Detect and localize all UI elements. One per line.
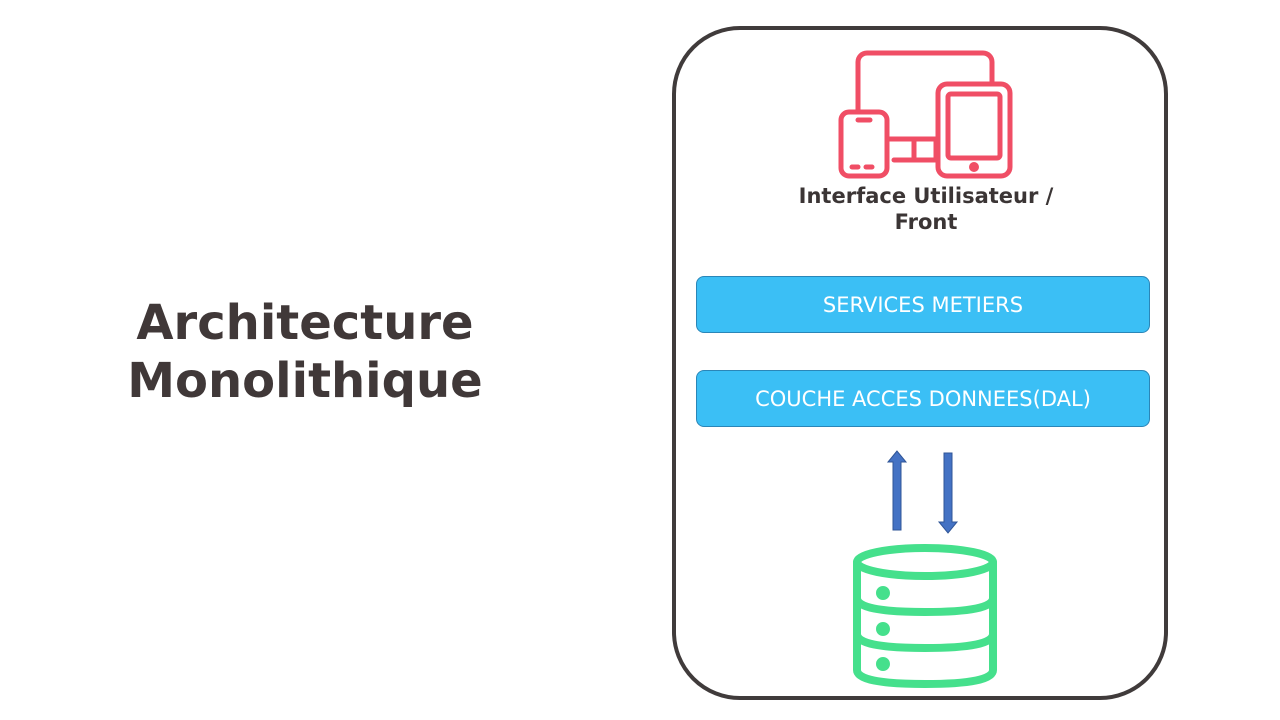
services-layer-box: SERVICES METIERS xyxy=(696,276,1150,333)
slide-title: Architecture Monolithique xyxy=(100,294,510,410)
up-arrow-icon xyxy=(886,450,908,531)
monolith-container xyxy=(672,26,1168,700)
dal-layer-box: COUCHE ACCES DONNEES(DAL) xyxy=(696,370,1150,427)
slide-title-line1: Architecture xyxy=(136,295,474,351)
dal-layer-label: COUCHE ACCES DONNEES(DAL) xyxy=(755,386,1091,411)
down-arrow-icon xyxy=(937,452,959,534)
database-icon xyxy=(853,544,997,688)
ui-front-label-line2: Front xyxy=(894,210,958,234)
slide-title-line2: Monolithique xyxy=(127,353,483,409)
bidirectional-arrows-icon xyxy=(886,450,959,534)
ui-front-label-line1: Interface Utilisateur / xyxy=(798,184,1054,208)
ui-front-label: Interface Utilisateur / Front xyxy=(786,183,1066,235)
services-layer-label: SERVICES METIERS xyxy=(822,292,1024,317)
devices-icon xyxy=(838,50,1013,179)
